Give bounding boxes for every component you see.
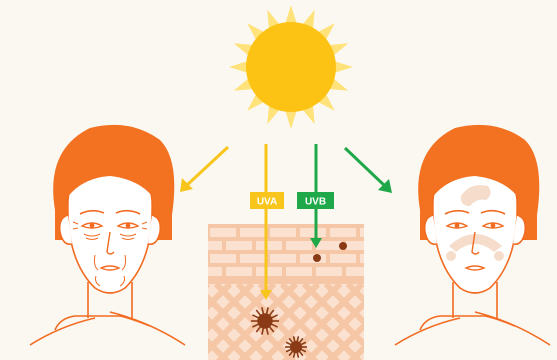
sun-icon — [229, 5, 353, 129]
sun-ray — [335, 61, 353, 72]
skin-cell — [300, 254, 326, 263]
skin-cell — [346, 241, 372, 250]
skin-cell — [226, 267, 252, 276]
skin-cell — [270, 254, 296, 263]
skin-cell — [240, 254, 266, 263]
skin-cell — [316, 241, 342, 250]
uvb-label-text: UVB — [305, 197, 326, 208]
skin-cell — [360, 254, 386, 263]
skin-cell — [226, 241, 252, 250]
skin-cell — [210, 254, 236, 263]
spotted-face-icon — [395, 125, 550, 345]
uva-label: UVA — [250, 192, 284, 209]
skin-cell — [316, 267, 342, 276]
skin-cell — [256, 241, 282, 250]
skin-cell — [210, 228, 236, 237]
skin-cell — [196, 241, 222, 250]
skin-cell — [286, 241, 312, 250]
skin-cell — [196, 267, 222, 276]
sun-ray — [285, 111, 296, 129]
skin-cell — [346, 267, 372, 276]
skin-cell — [360, 228, 386, 237]
skin-cell — [256, 267, 282, 276]
uvb-label: UVB — [297, 192, 334, 209]
skin-cell — [270, 228, 296, 237]
sun-ray — [285, 5, 296, 23]
aged-face-icon — [30, 125, 185, 345]
skin-cell — [300, 228, 326, 237]
sun-ray — [229, 61, 247, 72]
skin-cell — [330, 254, 356, 263]
skin-cell — [286, 267, 312, 276]
skin-cell — [240, 228, 266, 237]
uva-label-text: UVA — [257, 197, 277, 208]
skin-cell — [330, 228, 356, 237]
